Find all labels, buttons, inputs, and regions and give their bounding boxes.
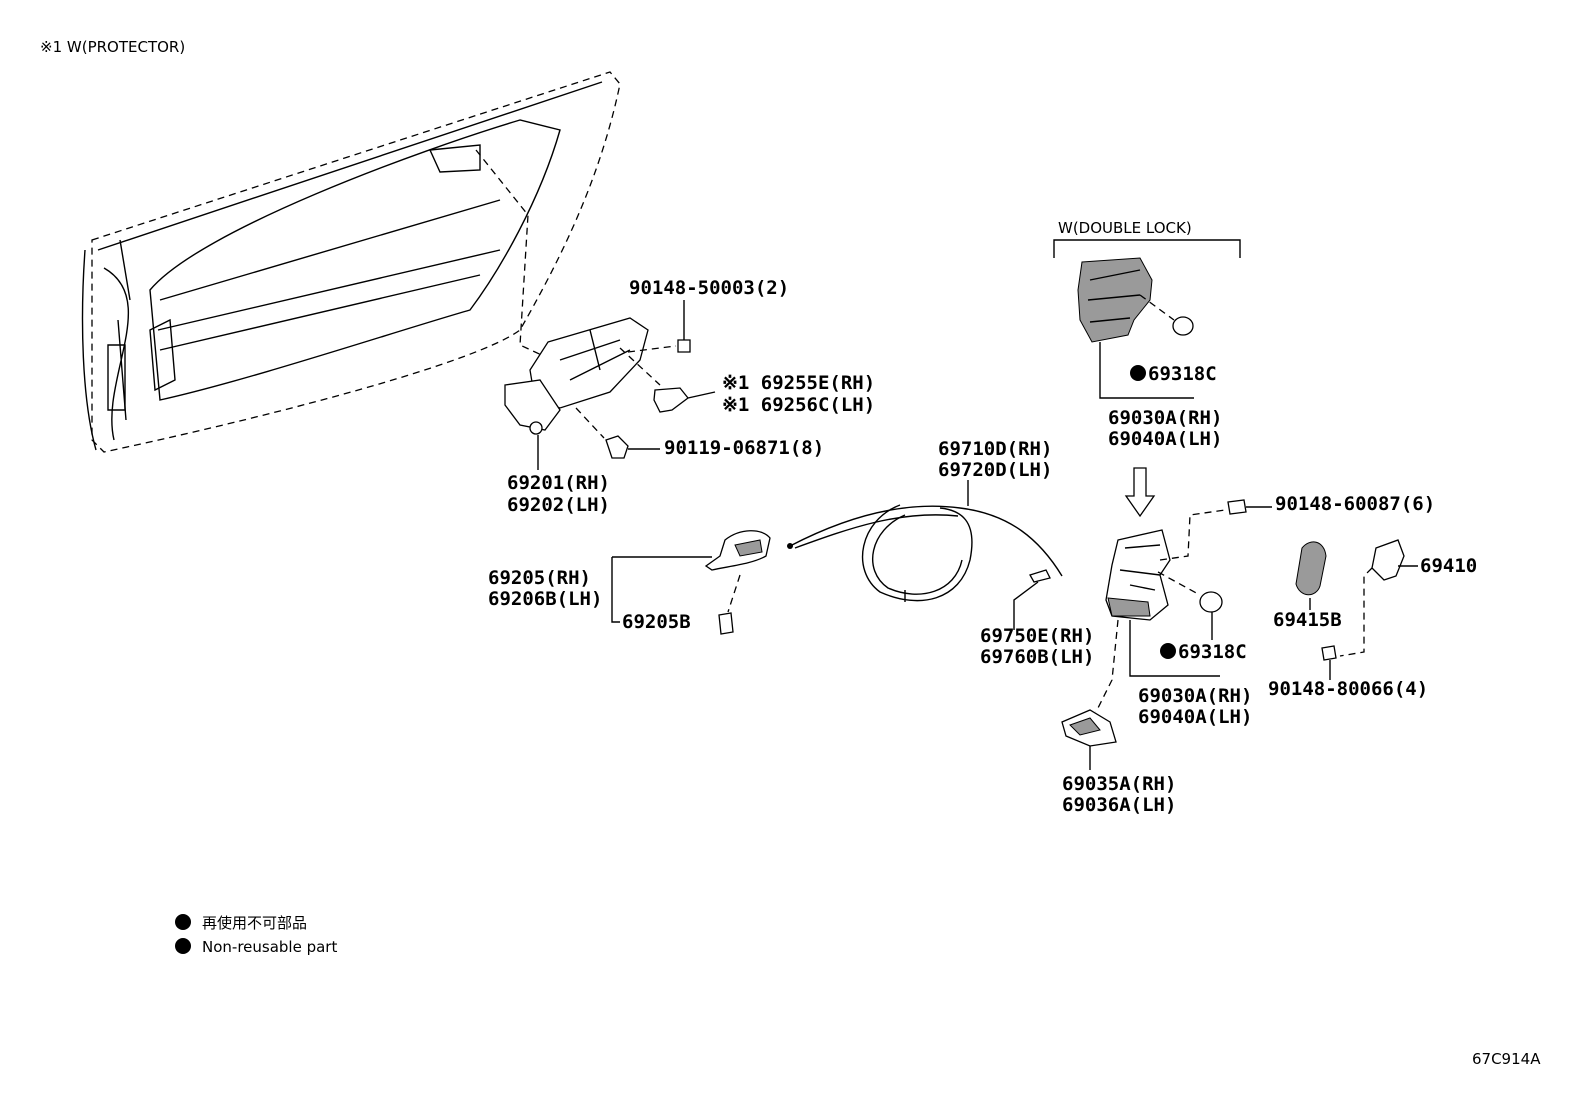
label-90148-80066: 90148-80066(4) — [1268, 678, 1428, 700]
diagram-code: 67C914A — [1472, 1050, 1541, 1068]
label-69750E: 69750E(RH) — [980, 625, 1094, 647]
label-69318C-bottom: 69318C — [1178, 641, 1247, 663]
door-panel-drawing — [81, 71, 621, 453]
double-lock-label: W(DOUBLE LOCK) — [1058, 219, 1192, 237]
protector-69255E — [619, 347, 716, 413]
legend-english: Non-reusable part — [202, 938, 337, 956]
label-69206B: 69206B(LH) — [488, 588, 602, 610]
inside-handle-69205 — [611, 530, 771, 635]
double-lock-group: W(DOUBLE LOCK) — [1053, 219, 1241, 399]
label-69415B: 69415B — [1273, 609, 1342, 631]
label-69205B: 69205B — [622, 611, 691, 633]
header-note: ※1 W(PROTECTOR) — [40, 38, 185, 56]
screw-90148-60087 — [1227, 499, 1272, 515]
label-69205: 69205(RH) — [488, 567, 591, 589]
label-69760B: 69760B(LH) — [980, 646, 1094, 668]
striker-cover-69415B — [1295, 541, 1327, 610]
outside-handle-assembly — [504, 317, 649, 470]
down-arrow — [1124, 467, 1156, 518]
label-69256C: ※1 69256C(LH) — [722, 394, 875, 416]
non-reusable-mark — [1130, 365, 1146, 381]
clip-69750E — [1013, 569, 1051, 630]
non-reusable-mark — [1160, 643, 1176, 659]
label-90148-50003: 90148-50003(2) — [629, 277, 789, 299]
bolt-90148-50003 — [627, 300, 691, 353]
screw-90119-06871 — [575, 407, 660, 459]
door-to-handle-leader — [475, 149, 549, 359]
label-69030A-bottom: 69030A(RH) — [1138, 685, 1252, 707]
legend-dot-icon — [175, 914, 191, 930]
part-number-labels: 90148-50003(2) ※1 69255E(RH) ※1 69256C(L… — [488, 277, 1477, 816]
label-90119-06871: 90119-06871(8) — [664, 437, 824, 459]
label-69410: 69410 — [1420, 555, 1477, 577]
striker-69410 — [1321, 539, 1418, 680]
legend-japanese: 再使用不可部品 — [202, 914, 307, 932]
label-69202: 69202(LH) — [507, 494, 610, 516]
label-69035A: 69035A(RH) — [1062, 773, 1176, 795]
label-69040A-bottom: 69040A(LH) — [1138, 706, 1252, 728]
label-90148-60087: 90148-60087(6) — [1275, 493, 1435, 515]
legend: 再使用不可部品 Non-reusable part — [175, 914, 337, 956]
connector-69035A — [1061, 619, 1119, 770]
label-69720D: 69720D(LH) — [938, 459, 1052, 481]
label-69036A: 69036A(LH) — [1062, 794, 1176, 816]
door-lock-assembly-69030A — [1105, 509, 1226, 677]
label-69201: 69201(RH) — [507, 472, 610, 494]
label-69030A-top: 69030A(RH) — [1108, 407, 1222, 429]
label-69710D: 69710D(RH) — [938, 438, 1052, 460]
label-69318C-top: 69318C — [1148, 363, 1217, 385]
legend-dot-icon — [175, 938, 191, 954]
label-69040A-top: 69040A(LH) — [1108, 428, 1222, 450]
door-lock-cable-69710D — [787, 480, 1063, 602]
label-69255E: ※1 69255E(RH) — [722, 372, 875, 394]
